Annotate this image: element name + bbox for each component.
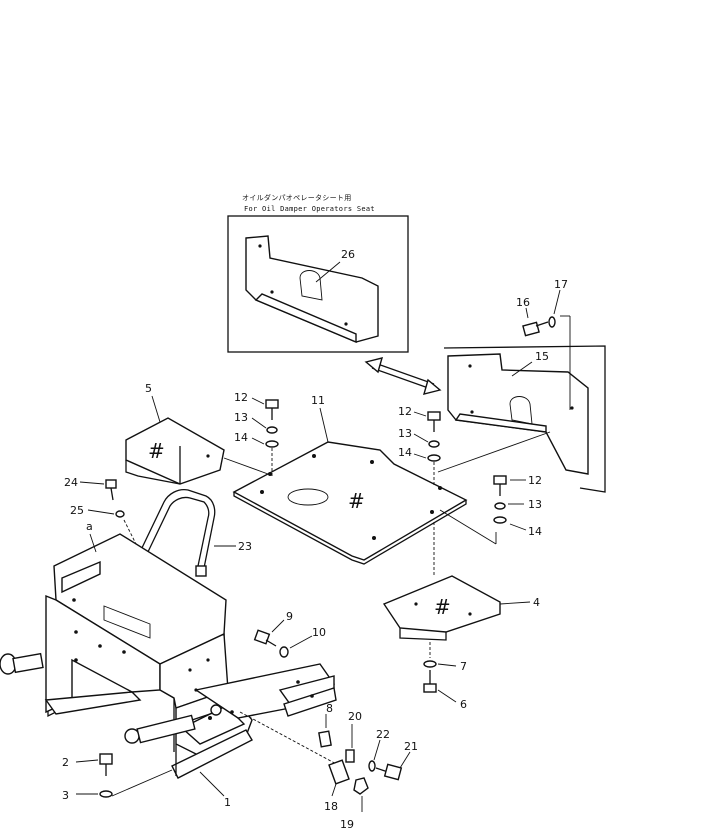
callout-13a: 13 bbox=[234, 411, 248, 424]
clip-20 bbox=[345, 749, 355, 763]
bolt-24 bbox=[105, 479, 117, 501]
bolt-9 bbox=[253, 629, 277, 647]
callout-25: 25 bbox=[70, 504, 84, 517]
callout-12a: 12 bbox=[234, 391, 248, 404]
floor-plate-11 bbox=[232, 441, 468, 565]
callout-16: 16 bbox=[516, 296, 530, 309]
callout-7: 7 bbox=[460, 660, 467, 673]
callout-12b: 12 bbox=[398, 405, 412, 418]
bolt-2 bbox=[99, 753, 113, 776]
callout-21: 21 bbox=[404, 740, 418, 753]
bolt-12c bbox=[493, 475, 507, 496]
fitting-19 bbox=[353, 777, 369, 795]
washer-7 bbox=[423, 660, 437, 668]
hash-mark-4: # bbox=[434, 595, 451, 619]
callout-4: 4 bbox=[533, 596, 540, 609]
cover-5 bbox=[125, 417, 225, 485]
washer-10 bbox=[279, 646, 289, 658]
pin-18 bbox=[328, 759, 350, 785]
callout-24: 24 bbox=[64, 476, 78, 489]
callout-23: 23 bbox=[238, 540, 252, 553]
washer-13b bbox=[428, 440, 440, 448]
washer-14a bbox=[265, 440, 279, 448]
cover-26 bbox=[245, 235, 379, 344]
bolt-6 bbox=[423, 670, 437, 693]
callout-19: 19 bbox=[340, 818, 354, 829]
bolt-12a bbox=[265, 399, 279, 420]
damper-cylinder bbox=[124, 704, 222, 744]
inset-title-jp: オイルダンパオペレータシート用 bbox=[242, 193, 352, 202]
washer-3 bbox=[99, 790, 113, 798]
panel-15-frame bbox=[443, 345, 606, 493]
callout-12c: 12 bbox=[528, 474, 542, 487]
callout-3: 3 bbox=[62, 789, 69, 802]
bolt-21 bbox=[375, 763, 403, 781]
callout-11: 11 bbox=[311, 394, 325, 407]
side-plate bbox=[194, 663, 337, 719]
callout-8: 8 bbox=[326, 702, 333, 715]
callout-10: 10 bbox=[312, 626, 326, 639]
washer-14c bbox=[493, 516, 507, 524]
hash-mark-11: # bbox=[348, 489, 365, 513]
callout-22: 22 bbox=[376, 728, 390, 741]
callout-14b: 14 bbox=[398, 446, 412, 459]
washer-22 bbox=[368, 760, 376, 772]
callout-6: 6 bbox=[460, 698, 467, 711]
ref-letter-a-upper: a bbox=[86, 520, 93, 533]
double-arrow-icon bbox=[364, 357, 442, 395]
cover-15 bbox=[447, 353, 589, 475]
washer-13c bbox=[494, 502, 506, 510]
washer-17 bbox=[548, 316, 556, 328]
hash-mark-5: # bbox=[148, 439, 165, 463]
callout-14c: 14 bbox=[528, 525, 542, 538]
bolt-16 bbox=[522, 321, 549, 337]
cover-4 bbox=[382, 575, 501, 641]
inset-frame bbox=[227, 215, 409, 353]
callout-17: 17 bbox=[554, 278, 568, 291]
callout-1: 1 bbox=[224, 796, 231, 809]
inset-title-en: For Oil Damper Operators Seat bbox=[244, 205, 375, 213]
bolt-12b bbox=[427, 411, 441, 432]
washer-14b bbox=[427, 454, 441, 462]
callout-13b: 13 bbox=[398, 427, 412, 440]
callout-2: 2 bbox=[62, 756, 69, 769]
damper-end-left bbox=[0, 652, 44, 675]
callout-9: 9 bbox=[286, 610, 293, 623]
callout-26: 26 bbox=[341, 248, 355, 261]
callout-5: 5 bbox=[145, 382, 152, 395]
callout-20: 20 bbox=[348, 710, 362, 723]
pad-8 bbox=[318, 730, 332, 748]
washer-13a bbox=[266, 426, 278, 434]
callout-14a: 14 bbox=[234, 431, 248, 444]
frame-1 bbox=[44, 533, 253, 779]
callout-13c: 13 bbox=[528, 498, 542, 511]
callout-15: 15 bbox=[535, 350, 549, 363]
handle-23 bbox=[139, 488, 216, 577]
callout-18: 18 bbox=[324, 800, 338, 813]
washer-25 bbox=[115, 510, 125, 518]
